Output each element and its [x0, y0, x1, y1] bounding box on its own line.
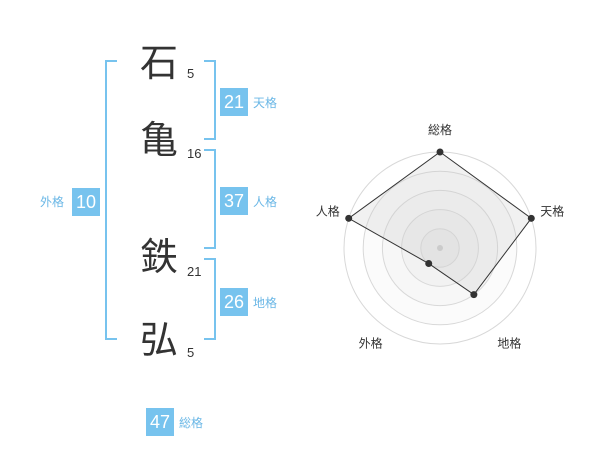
jinkaku-label: 人格: [253, 195, 278, 209]
radar-points: [345, 148, 535, 299]
radar-point-4: [425, 260, 433, 268]
name-char-4: 弘: [140, 318, 179, 362]
jinkaku-value: 37: [220, 187, 248, 215]
radar-point-5: [345, 214, 353, 222]
tenkaku-label: 天格: [253, 96, 278, 110]
chikaku-label: 地格: [253, 296, 278, 310]
radar-point-3: [470, 291, 478, 299]
soukaku-label: 総格: [179, 416, 204, 430]
jinkaku-bracket: [204, 149, 216, 249]
radar-axis-label-3: 地格: [497, 335, 521, 350]
chikaku-value: 26: [220, 288, 248, 316]
gaikaku-value: 10: [72, 188, 100, 216]
gaikaku-bracket: [105, 60, 117, 340]
gaikaku-label: 外格: [40, 195, 65, 209]
radar-series-shape: [347, 151, 533, 296]
radar-axis-label-1: 総格: [428, 122, 452, 137]
stroke-count-2: 16: [187, 146, 202, 161]
radar-point-2: [527, 214, 535, 222]
chikaku-bracket: [204, 258, 216, 340]
soukaku-value: 47: [146, 408, 174, 436]
tenkaku-value: 21: [220, 88, 248, 116]
name-char-1: 石: [140, 41, 179, 85]
radar-axis-label-2: 天格: [540, 204, 564, 219]
stroke-count-4: 5: [187, 345, 195, 360]
name-char-3: 鉄: [140, 235, 179, 279]
radar-point-1: [436, 148, 444, 156]
radar-axis-label-5: 人格: [316, 204, 340, 219]
tenkaku-bracket: [204, 60, 216, 140]
stroke-count-3: 21: [187, 264, 202, 279]
radar-axis-label-4: 外格: [359, 335, 383, 350]
name-char-2: 亀: [140, 118, 179, 162]
radar-center: [437, 245, 443, 251]
radar-shape: [347, 151, 533, 296]
radar-rings: [343, 151, 537, 345]
stroke-count-1: 5: [187, 66, 195, 81]
